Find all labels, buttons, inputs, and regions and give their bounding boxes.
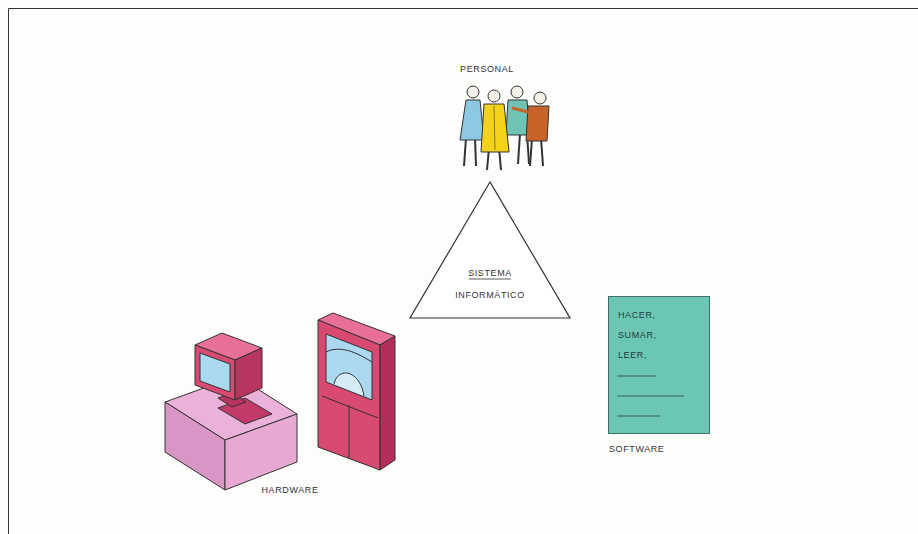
node-text: SISTEMA INFORMÁTICO: [445, 262, 535, 306]
node-text: HACER, SUMAR, LEER,: [618, 305, 670, 365]
node-heading: SOFTWARE: [609, 443, 699, 455]
part-label: PERSONAL: [437, 64, 537, 74]
program-sheet: SOFTWAREHACER, SUMAR, LEER,: [608, 296, 710, 434]
triangle-shape: [410, 182, 570, 318]
underline: [469, 279, 511, 280]
part-label: HARDWARE: [250, 485, 330, 495]
system-triangle: SISTEMA INFORMÁTICO: [408, 180, 572, 320]
cabinet-symbol: [318, 313, 395, 470]
monitor-symbol: [195, 333, 262, 407]
frame-border: [9, 9, 918, 534]
people-figure: [460, 86, 549, 170]
